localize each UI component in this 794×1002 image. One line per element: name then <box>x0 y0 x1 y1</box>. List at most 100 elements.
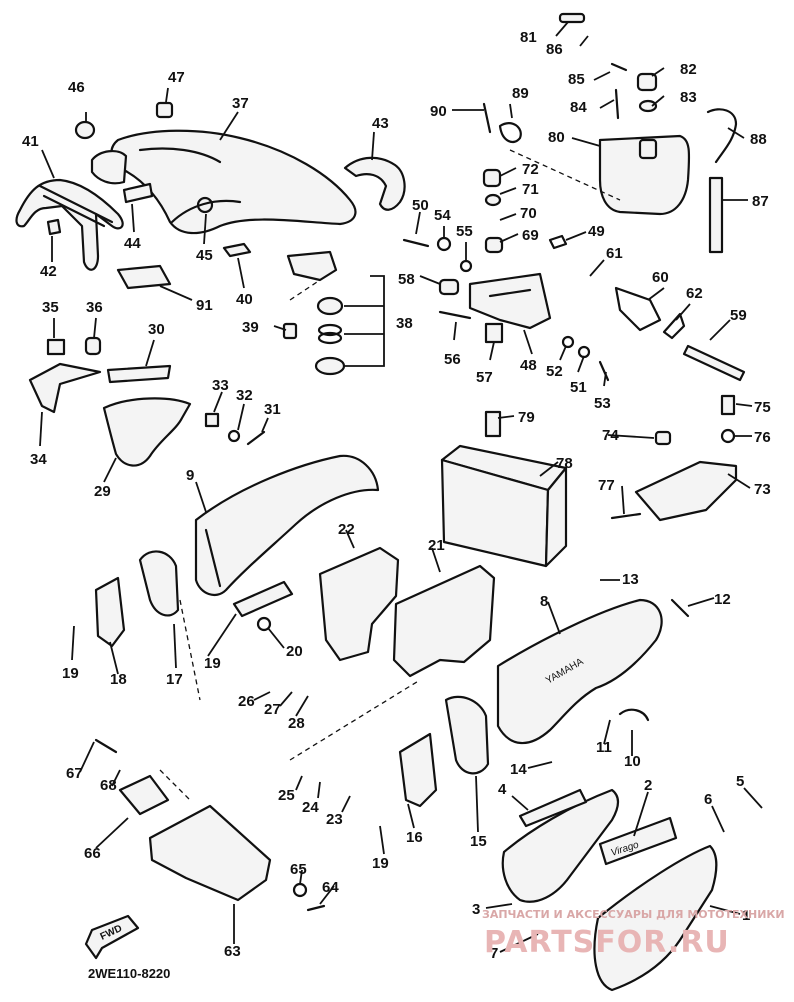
callout-75: 74 <box>602 427 619 444</box>
part-35-bracket <box>28 362 102 414</box>
part-23-plate <box>318 546 400 662</box>
part-1-side-cover: Virago <box>593 816 718 992</box>
callout-2: 2 <box>644 777 652 794</box>
callout-12: 12 <box>714 591 731 608</box>
callout-5: 5 <box>736 773 744 790</box>
callout-14: 14 <box>510 761 527 778</box>
callout-22: 21 <box>428 537 445 554</box>
part-3-side-cover <box>501 788 620 903</box>
callout-83: 82 <box>680 61 697 78</box>
callout-9: 9 <box>186 467 194 484</box>
callout-8: 8 <box>540 593 548 610</box>
callout-52: 51 <box>570 379 587 396</box>
callout-67: 66 <box>84 845 101 862</box>
callout-49: 48 <box>520 357 537 374</box>
callout-82: 81 <box>520 29 537 46</box>
callout-25: 24 <box>302 799 319 816</box>
callout-73: 72 <box>522 161 539 178</box>
part-49-bracket <box>468 272 552 330</box>
callout-15: 15 <box>470 833 487 850</box>
callout-69: 68 <box>100 777 117 794</box>
callout-60: 59 <box>730 307 747 324</box>
part-22-panel <box>392 564 496 678</box>
callout-64: 63 <box>224 943 241 960</box>
part-39-damper-set <box>282 250 346 376</box>
callout-13: 13 <box>622 571 639 588</box>
callout-92: 91 <box>196 297 213 314</box>
callout-29: 28 <box>288 715 305 732</box>
part-45-92-plates <box>46 150 172 290</box>
callout-55: 54 <box>434 207 451 224</box>
watermark: ЗАПЧАСТИ И АКСЕССУАРЫ ДЛЯ МОТОТЕХНИКИ PA… <box>482 908 785 960</box>
drawing-code: 2WE110-8220 <box>88 966 170 981</box>
callout-28: 27 <box>264 701 281 718</box>
callout-36: 35 <box>42 299 59 316</box>
callout-31: 30 <box>148 321 165 338</box>
callout-58: 57 <box>476 369 493 386</box>
callout-53: 52 <box>546 363 563 380</box>
part-60-63-shaft <box>614 286 746 382</box>
part-15-16-lenses <box>398 695 490 808</box>
svg-text:PARTSFOR.RU: PARTSFOR.RU <box>484 925 730 960</box>
callout-32: 31 <box>264 401 281 418</box>
part-31-30-covers <box>46 336 266 467</box>
callout-91: 90 <box>430 103 447 120</box>
callout-6: 6 <box>704 791 712 808</box>
part-64-frame-bracket <box>94 738 326 912</box>
callout-37: 36 <box>86 299 103 316</box>
callout-84: 83 <box>680 89 697 106</box>
callout-11: 11 <box>596 739 612 756</box>
callout-26: 25 <box>278 787 295 804</box>
part-41-clip <box>222 242 252 258</box>
callout-88: 87 <box>752 193 769 210</box>
callout-7: 7 <box>490 945 498 962</box>
callout-1: 1 <box>742 907 750 924</box>
callout-90: 89 <box>512 85 529 102</box>
callout-74: 73 <box>754 481 771 498</box>
callout-70: 69 <box>522 227 539 244</box>
alignment-dashed-lines <box>159 149 621 801</box>
callout-76: 75 <box>754 399 771 416</box>
callout-18: 18 <box>110 671 127 688</box>
callout-71: 70 <box>520 205 537 222</box>
callout-20: 19 <box>204 655 221 672</box>
callout-44: 43 <box>372 115 389 132</box>
callout-35: 34 <box>30 451 47 468</box>
callout-81: 80 <box>548 129 565 146</box>
callout-16: 16 <box>406 829 423 846</box>
callout-77: 76 <box>754 429 771 446</box>
callout-80: 79 <box>518 409 535 426</box>
callout-39: 38 <box>396 315 413 332</box>
callout-66: 65 <box>290 861 307 878</box>
leader-lines <box>39 21 763 953</box>
callout-4: 4 <box>498 781 507 798</box>
callout-54: 53 <box>594 395 611 412</box>
callout-3: 3 <box>472 901 480 918</box>
callout-79: 78 <box>556 455 573 472</box>
part-47-48-caps <box>74 101 174 140</box>
callout-63: 62 <box>686 285 703 302</box>
callout-47: 46 <box>68 79 85 96</box>
callout-labels: 81 86 85 82 84 83 90 89 80 88 87 72 71 7… <box>22 29 771 962</box>
part-74-bracket <box>610 394 738 522</box>
callout-33: 32 <box>236 387 253 404</box>
callout-61: 60 <box>652 269 669 286</box>
part-50-59-small <box>402 168 610 382</box>
callout-86: 85 <box>568 71 585 88</box>
callout-57: 56 <box>444 351 461 368</box>
callout-68: 67 <box>66 765 83 782</box>
part-20-21-rail <box>232 580 294 632</box>
callout-46: 45 <box>196 247 213 264</box>
callout-17: 17 <box>166 671 183 688</box>
part-17-18-panels <box>94 550 180 648</box>
callout-43: 42 <box>40 263 57 280</box>
callout-50: 49 <box>588 223 605 240</box>
part-8-tail-cover: YAMAHA <box>496 598 690 745</box>
svg-text:ЗАПЧАСТИ И АКСЕССУАРЫ ДЛЯ МОТО: ЗАПЧАСТИ И АКСЕССУАРЫ ДЛЯ МОТОТЕХНИКИ <box>482 908 785 921</box>
callout-72: 71 <box>522 181 539 198</box>
callout-87: 86 <box>546 41 563 58</box>
part-9-side-cover <box>194 454 380 597</box>
fwd-arrow-icon: FWD <box>84 914 140 960</box>
callout-56: 55 <box>456 223 473 240</box>
